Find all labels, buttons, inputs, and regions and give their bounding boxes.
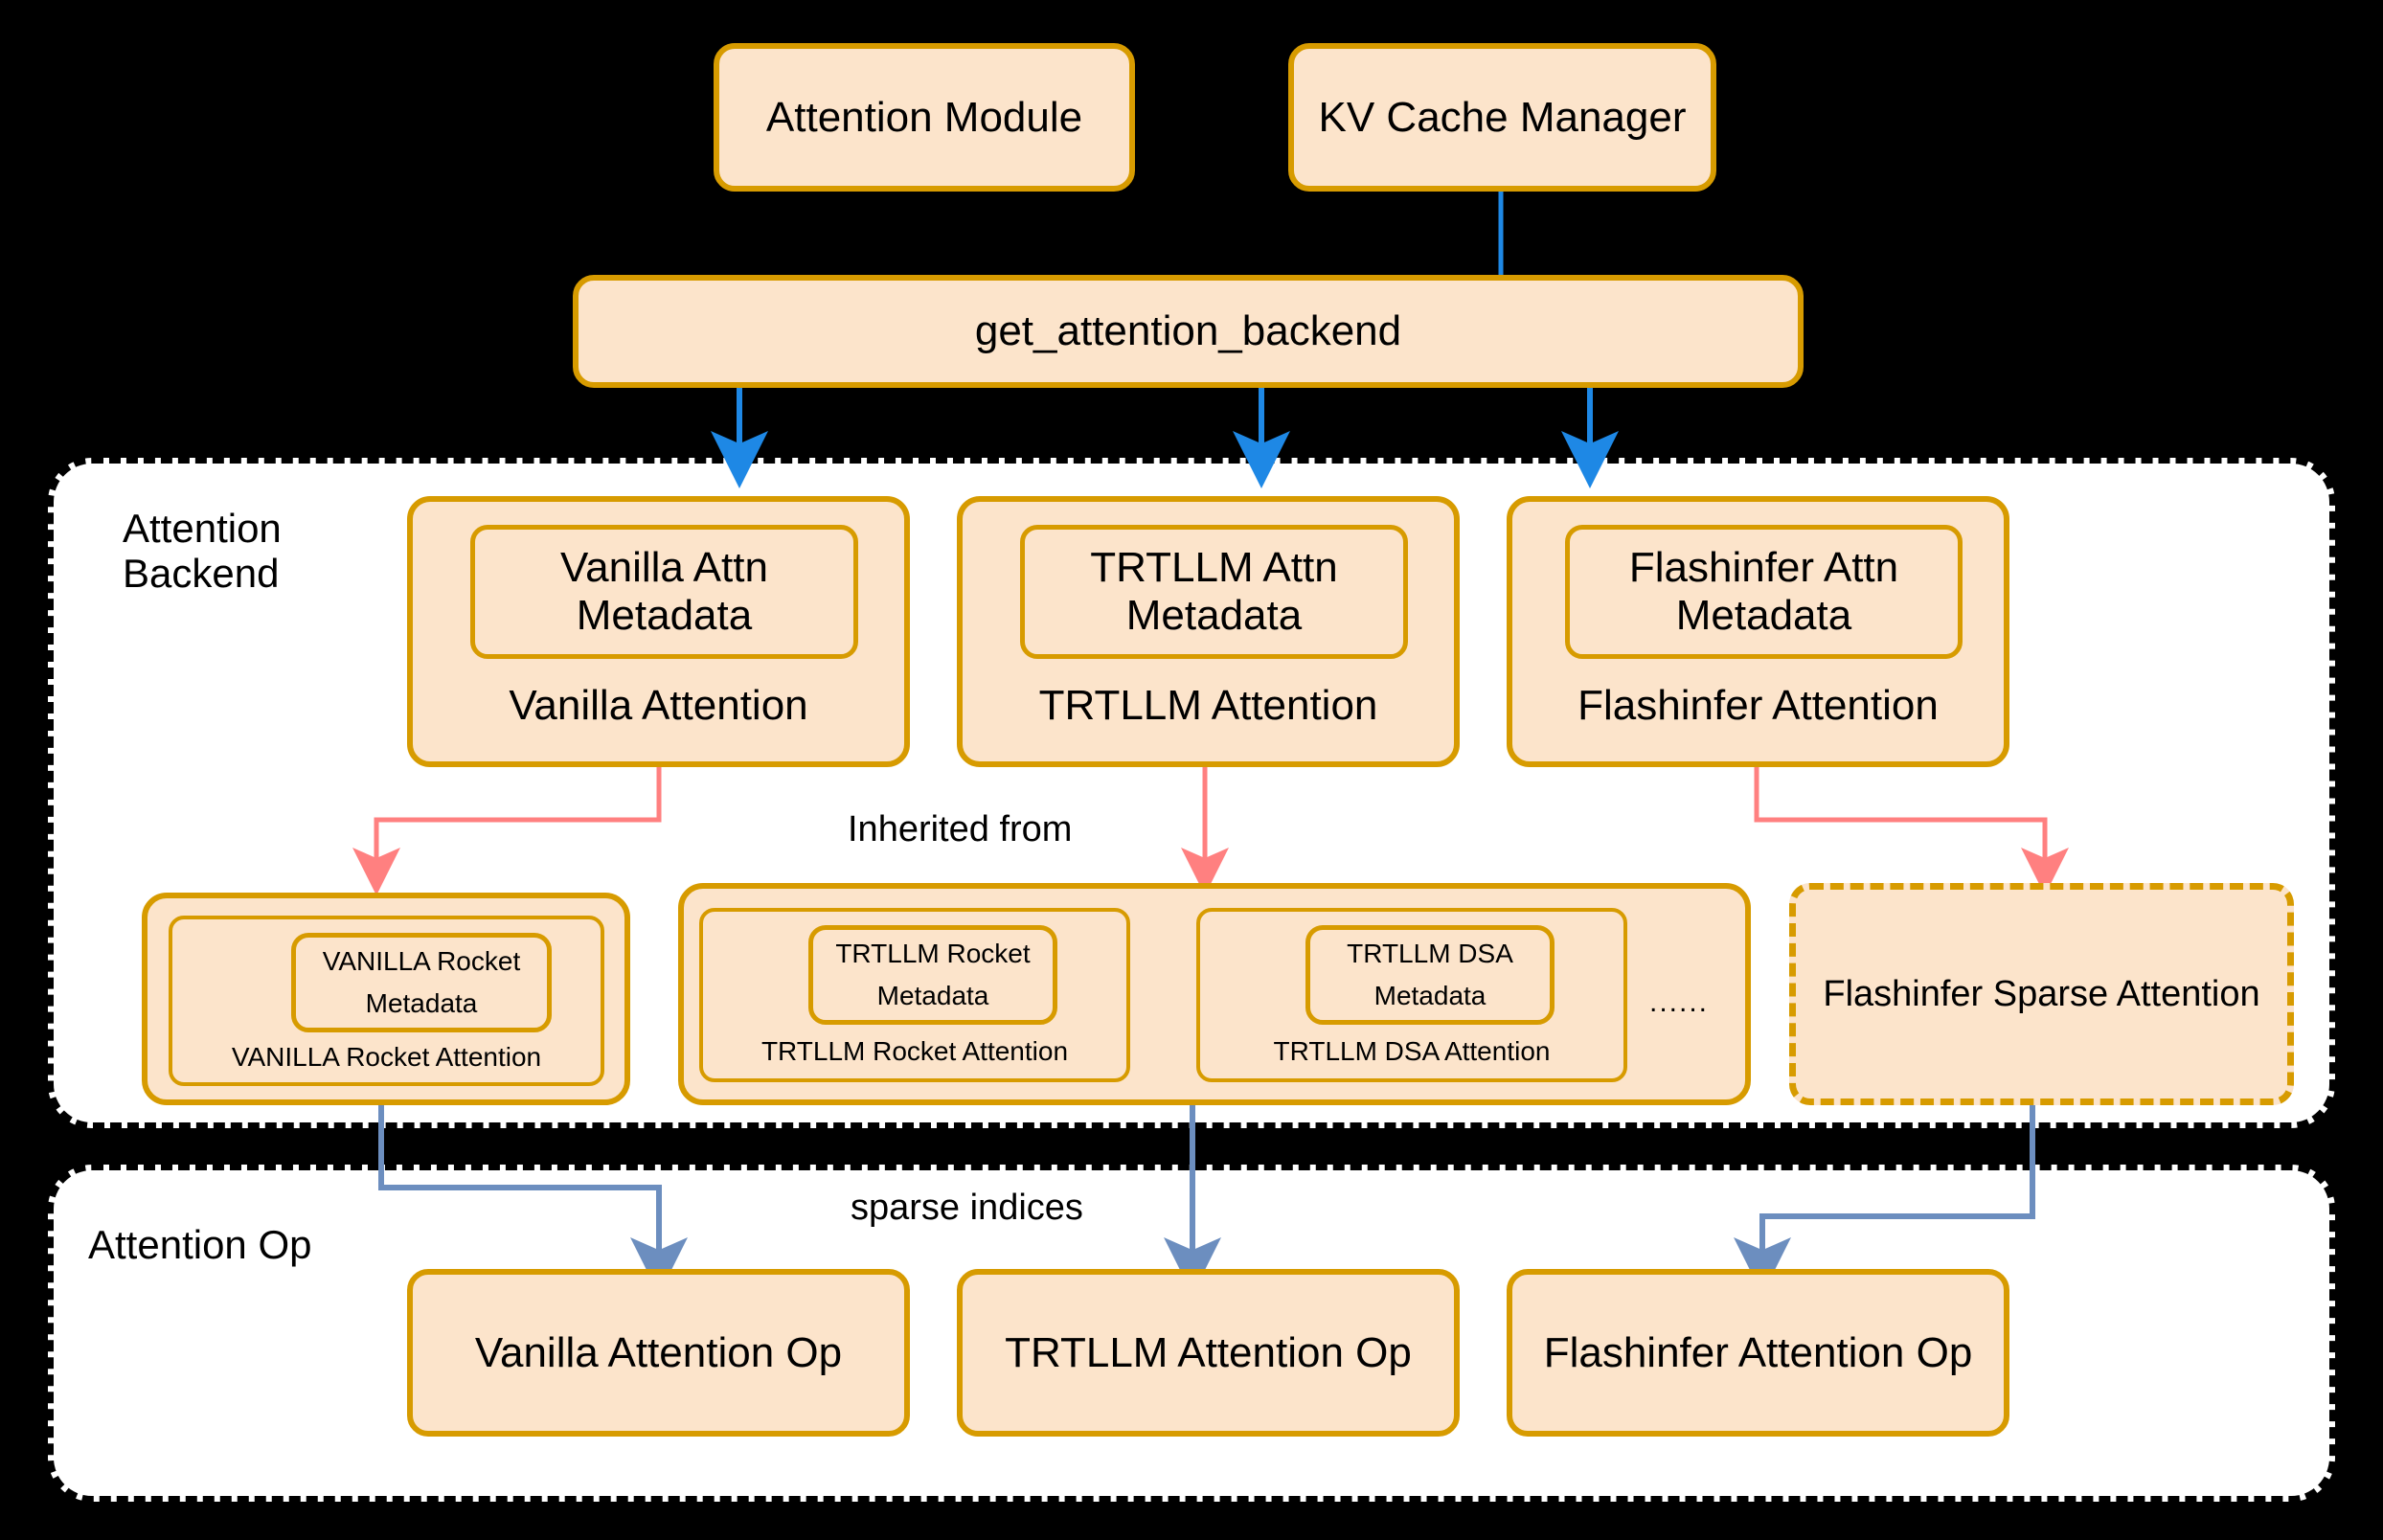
vanilla-attention-op-node[interactable]: Vanilla Attention Op <box>407 1269 910 1437</box>
get-attention-backend-label: get_attention_backend <box>974 307 1402 354</box>
vanilla-rocket-attention-node[interactable]: VANILLA Rocket Metadata VANILLA Rocket A… <box>169 916 604 1086</box>
trtllm-more-backends-ellipsis: ...... <box>1649 986 1710 1018</box>
sparse-indices-label: sparse indices <box>851 1188 1083 1228</box>
kv-cache-manager-node[interactable]: KV Cache Manager <box>1288 43 1716 192</box>
trtllm-attn-metadata-line2: Metadata <box>1125 592 1303 639</box>
flashinfer-attn-metadata-node[interactable]: Flashinfer Attn Metadata <box>1565 525 1963 659</box>
vanilla-rocket-metadata-line1: VANILLA Rocket <box>322 946 521 976</box>
trtllm-dsa-attention-label: TRTLLM DSA Attention <box>1273 1036 1551 1066</box>
trtllm-rocket-metadata-line1: TRTLLM Rocket <box>835 939 1031 968</box>
trtllm-attention-backend-node[interactable]: TRTLLM Attn Metadata TRTLLM Attention <box>957 496 1460 767</box>
flashinfer-attention-label: Flashinfer Attention <box>1577 682 1939 729</box>
trtllm-dsa-metadata-line2: Metadata <box>1373 981 1487 1010</box>
flashinfer-sparse-attention-node[interactable]: Flashinfer Sparse Attention <box>1789 883 2294 1105</box>
attention-backend-panel-label: Attention Backend <box>123 506 282 597</box>
flashinfer-attention-backend-node[interactable]: Flashinfer Attn Metadata Flashinfer Atte… <box>1507 496 2009 767</box>
trtllm-attention-label: TRTLLM Attention <box>1038 682 1378 729</box>
trtllm-attention-op-node[interactable]: TRTLLM Attention Op <box>957 1269 1460 1437</box>
flashinfer-attn-metadata-line1: Flashinfer Attn <box>1628 544 1899 591</box>
attention-module-label: Attention Module <box>765 93 1083 141</box>
trtllm-attn-metadata-line1: TRTLLM Attn <box>1090 544 1338 591</box>
flashinfer-sparse-attention-label: Flashinfer Sparse Attention <box>1823 973 2260 1014</box>
flashinfer-attn-metadata-line2: Metadata <box>1675 592 1852 639</box>
trtllm-rocket-metadata-node[interactable]: TRTLLM Rocket Metadata <box>808 925 1057 1025</box>
vanilla-rocket-metadata-line2: Metadata <box>365 988 478 1018</box>
vanilla-attn-metadata-line1: Vanilla Attn <box>560 544 768 591</box>
inherited-from-label: Inherited from <box>848 809 1073 849</box>
vanilla-attn-metadata-line2: Metadata <box>576 592 753 639</box>
get-attention-backend-node[interactable]: get_attention_backend <box>573 275 1804 388</box>
trtllm-dsa-metadata-node[interactable]: TRTLLM DSA Metadata <box>1305 925 1555 1025</box>
flashinfer-attention-op-label: Flashinfer Attention Op <box>1543 1328 1973 1376</box>
vanilla-attn-metadata-node[interactable]: Vanilla Attn Metadata <box>470 525 858 659</box>
vanilla-rocket-attention-label: VANILLA Rocket Attention <box>231 1042 542 1072</box>
flashinfer-attention-op-node[interactable]: Flashinfer Attention Op <box>1507 1269 2009 1437</box>
trtllm-attention-op-label: TRTLLM Attention Op <box>1005 1328 1412 1376</box>
trtllm-attn-metadata-node[interactable]: TRTLLM Attn Metadata <box>1020 525 1408 659</box>
attention-op-panel-label: Attention Op <box>88 1222 312 1267</box>
trtllm-rocket-attention-label: TRTLLM Rocket Attention <box>760 1036 1069 1066</box>
vanilla-rocket-metadata-node[interactable]: VANILLA Rocket Metadata <box>291 933 552 1032</box>
trtllm-rocket-attention-node[interactable]: TRTLLM Rocket Metadata TRTLLM Rocket Att… <box>699 908 1130 1082</box>
attention-module-node[interactable]: Attention Module <box>714 43 1135 192</box>
trtllm-rocket-metadata-line2: Metadata <box>876 981 989 1010</box>
vanilla-attention-op-label: Vanilla Attention Op <box>474 1328 843 1376</box>
kv-cache-manager-label: KV Cache Manager <box>1318 93 1687 141</box>
vanilla-attention-label: Vanilla Attention <box>509 682 808 729</box>
vanilla-attention-backend-node[interactable]: Vanilla Attn Metadata Vanilla Attention <box>407 496 910 767</box>
trtllm-dsa-attention-node[interactable]: TRTLLM DSA Metadata TRTLLM DSA Attention <box>1196 908 1627 1082</box>
trtllm-dsa-metadata-line1: TRTLLM DSA <box>1347 939 1513 968</box>
